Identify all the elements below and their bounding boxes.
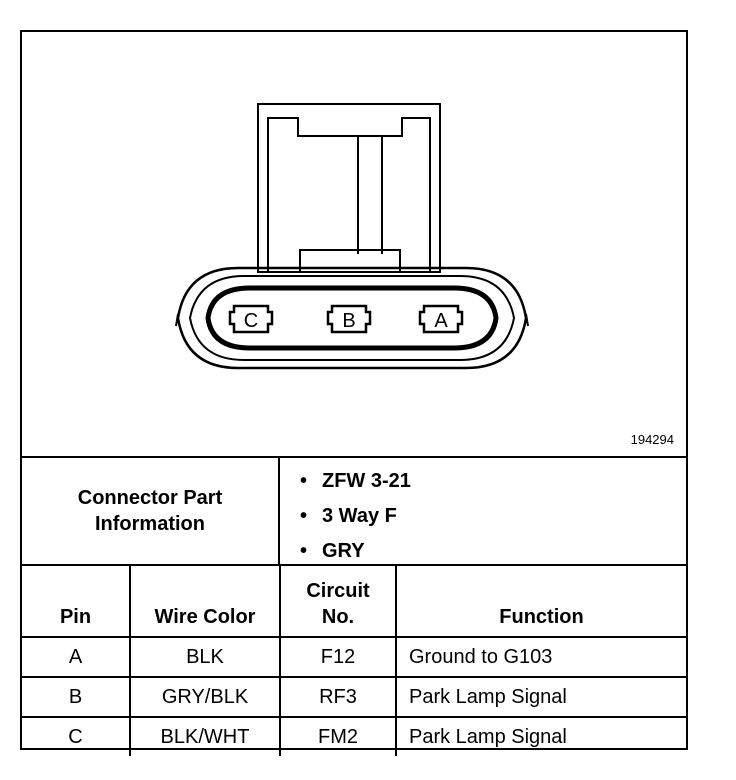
circuit-cell: RF3 — [280, 677, 397, 718]
pin-cell: A — [22, 637, 131, 678]
info-label-line2: Information — [95, 513, 205, 535]
header-wire-color: Wire Color — [130, 566, 281, 638]
function-cell: Park Lamp Signal — [409, 725, 567, 748]
pin-cell: B — [22, 677, 131, 718]
wire-color-cell: BLK/WHT — [130, 717, 281, 756]
cavity-a: A — [418, 304, 464, 334]
connector-face-view: C B A — [175, 103, 529, 370]
info-item-way: 3 Way F — [300, 499, 686, 534]
connector-lock-tab — [257, 103, 441, 273]
header-function: Function — [396, 566, 686, 638]
function-cell: Park Lamp Signal — [396, 677, 686, 718]
info-item-part-number: ZFW 3-21 — [300, 464, 686, 499]
pin-table: Pin Wire Color Circuit No. Function A BL… — [22, 566, 686, 756]
table-row: C BLK/WHT FM2 Park Lamp Signal — [22, 717, 686, 756]
info-item-color: GRY — [300, 534, 686, 569]
header-circuit-line1: Circuit — [306, 580, 370, 602]
cavity-a-label: A — [434, 310, 448, 332]
cavity-c-label: C — [244, 310, 258, 332]
pin-cell: C — [22, 717, 131, 756]
table-row: A BLK F12 Ground to G103 — [22, 637, 686, 678]
connector-part-info-label: Connector Part Information — [22, 458, 280, 564]
info-label-line1: Connector Part — [77, 487, 223, 509]
connector-drawing: C B A 194294 — [22, 32, 686, 458]
cavity-c: C — [228, 304, 274, 334]
wire-color-cell: GRY/BLK — [130, 677, 281, 718]
connector-part-info: Connector Part Information ZFW 3-21 3 Wa… — [22, 458, 686, 569]
connector-diagram-frame: C B A 194294 Connector Part Information … — [20, 30, 688, 756]
function-cell: Ground to G103 — [396, 637, 686, 678]
table-row: B GRY/BLK RF3 Park Lamp Signal — [22, 677, 686, 718]
wire-color-cell: BLK — [130, 637, 281, 678]
header-circuit-no: Circuit No. — [280, 566, 397, 638]
connector-part-info-list: ZFW 3-21 3 Way F GRY — [280, 458, 686, 569]
cavity-b: B — [326, 304, 372, 334]
circuit-cell: F12 — [280, 637, 397, 678]
connector-body — [175, 266, 529, 370]
pin-table-header: Pin Wire Color Circuit No. Function — [22, 566, 686, 638]
circuit-cell: FM2 — [280, 717, 397, 756]
figure-id: 194294 — [630, 432, 674, 447]
header-circuit-line2: No. — [321, 606, 355, 628]
header-pin: Pin — [22, 566, 131, 638]
cavity-b-label: B — [342, 310, 355, 332]
